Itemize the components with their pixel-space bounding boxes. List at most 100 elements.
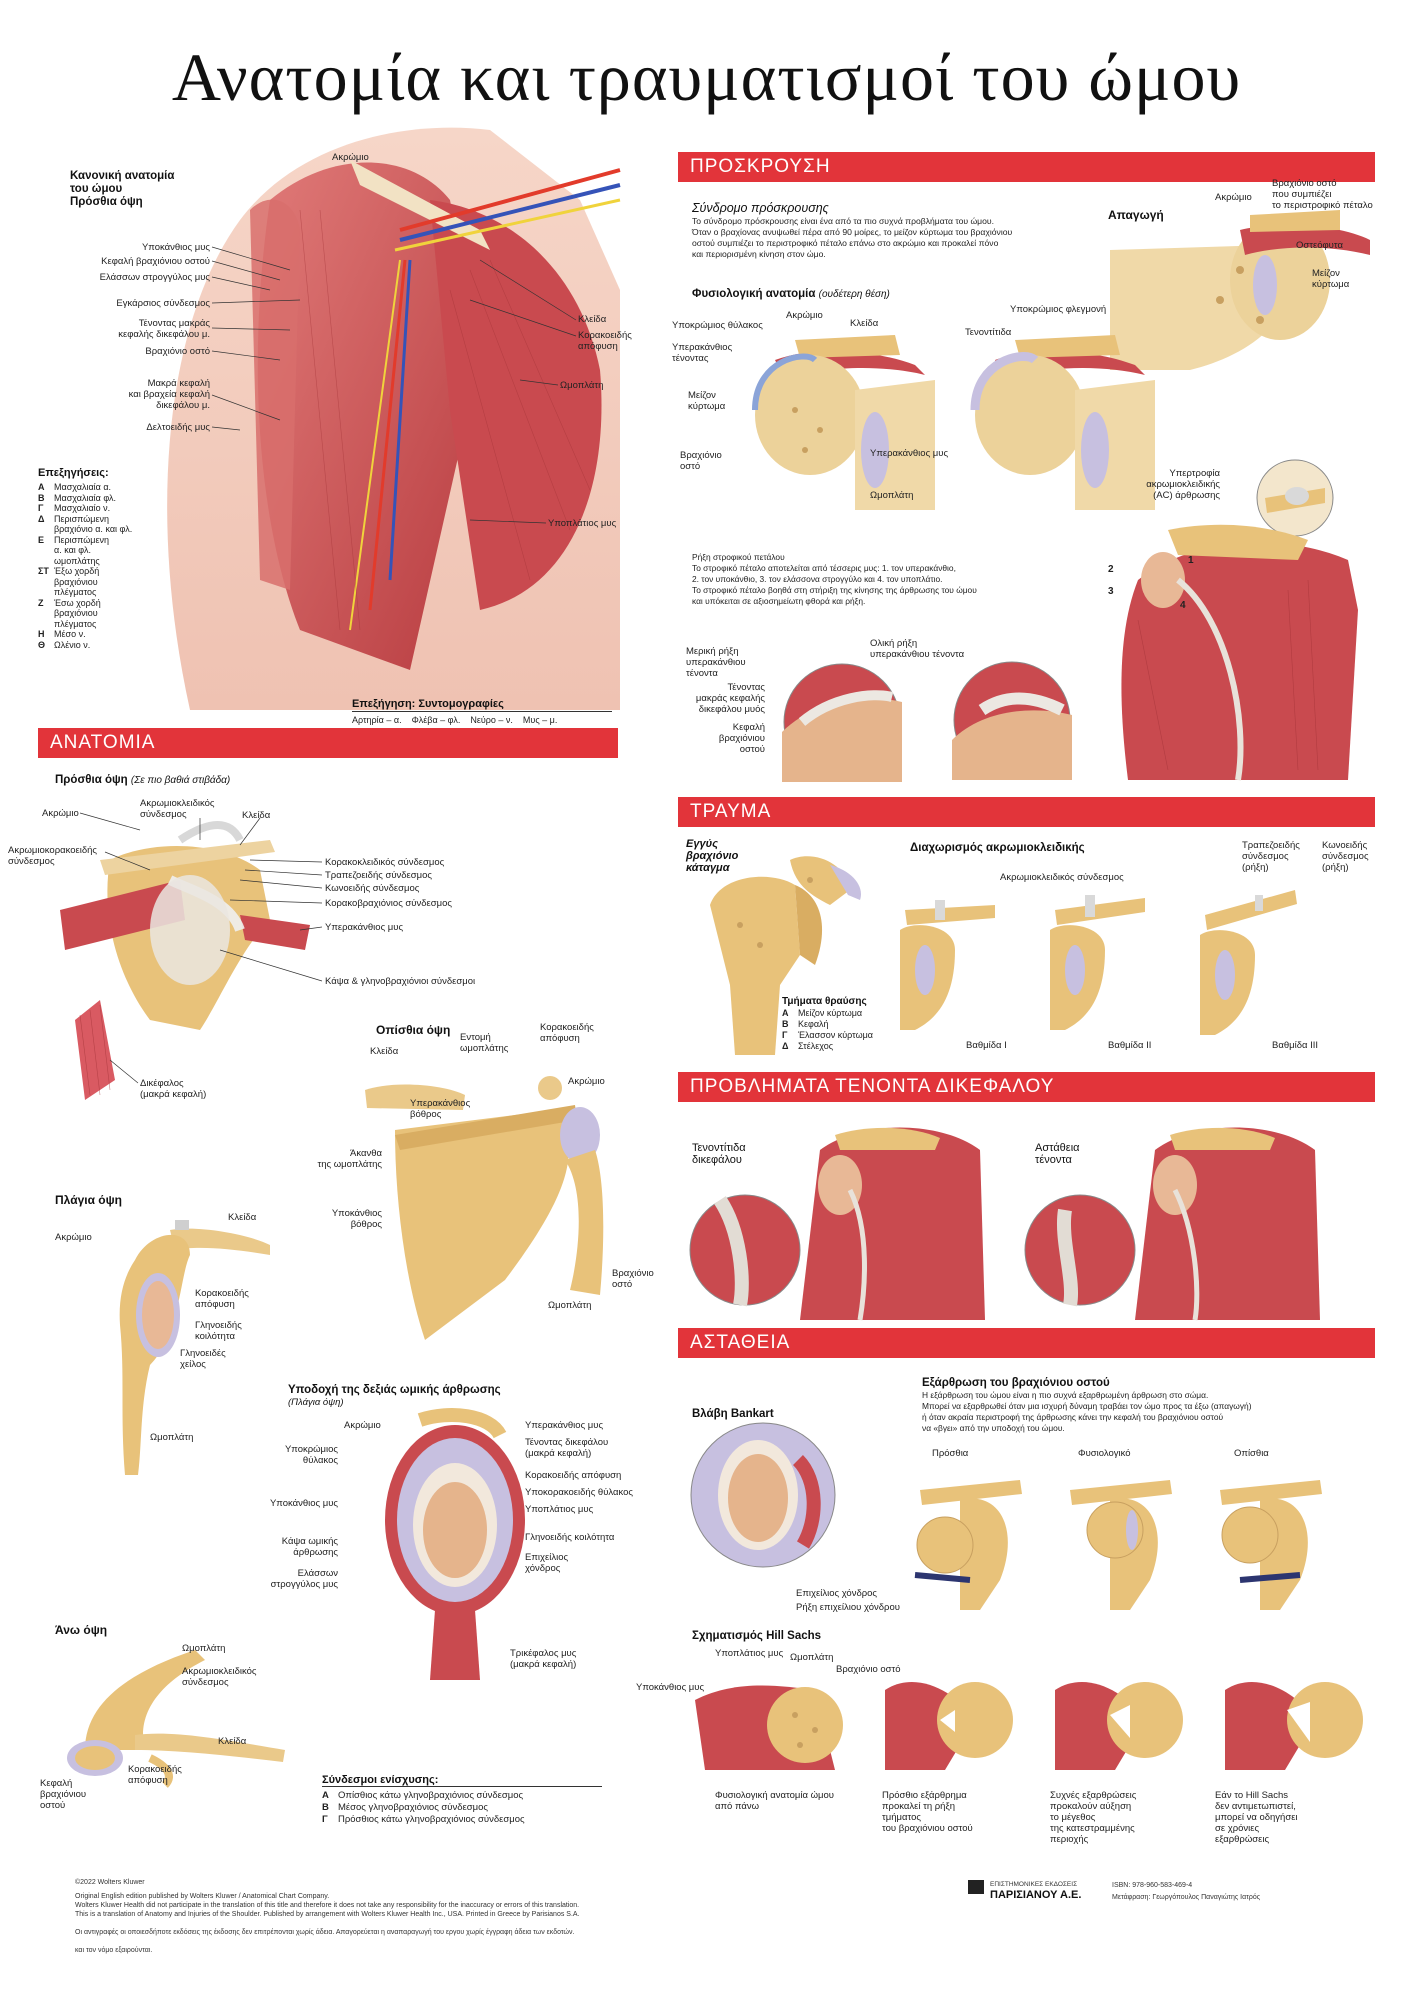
posterior-illustration [365,1076,604,1340]
legend-key: Γ [38,503,44,513]
back-label-omoplati: Ωμοπλάτη [548,1300,592,1311]
num-2: 2 [1108,564,1114,575]
abduction-illustration [1110,210,1370,370]
reinforce-rule [322,1786,602,1787]
label-kleida: Κλείδα [578,314,607,325]
separation-label: Ακρωμιοκλειδικός σύνδεσμος [1000,872,1124,883]
label-tenontas: Τένοντας μακράς κεφαλής δικεφάλου μ. [118,318,210,340]
bankart-label-rixi: Ρήξη επιχείλιου χόνδρου [796,1602,900,1613]
fragment-value: Στέλεχος [798,1041,834,1051]
legend-key: Δ [38,513,45,524]
socket-label-ypokrwmios: Υποκρώμιος θύλακος [284,1444,338,1466]
footer-isbn: ISBN: 978-960-583-469-4 [1112,1882,1193,1889]
front-label-kwnoeidis: Κωνοειδής σύνδεσμος [325,883,420,894]
hs-label-vraxionio: Βραχιόνιο οστό [836,1664,901,1675]
phys-label-ypokrwmios: Υποκρώμιος θύλακος [672,320,763,331]
hill-sachs-heading: Σχηματισμός Hill Sachs [692,1630,822,1642]
back-label-kleida: Κλείδα [370,1046,399,1057]
abbr-line: Αρτηρία – α. Φλέβα – φλ. Νεύρο – ν. Μυς … [352,715,558,725]
front-label-dikefalos: Δικέφαλος (μακρά κεφαλή) [140,1078,207,1100]
abduction-heading: Απαγωγή [1108,208,1164,222]
front-heading-text: Πρόσθια όψη [55,774,128,786]
phys-label-yperak-mys: Υπερακάνθιος μυς [870,448,949,459]
front-heading: Πρόσθια όψη (Σε πιο βαθιά στιβάδα) [55,772,230,789]
fracture-illustration [710,856,861,1055]
legend-value: Περισπώμενη α. και φλ. ωμοπλάτης [54,534,109,566]
hs-caption-1: Φυσιολογική ανατομία ώμου από πάνω [715,1790,834,1812]
legend-value: Ωλένιο ν. [54,639,91,650]
legend-value: Μασχαλιαίο ν. [54,503,111,513]
socket-label-kapsa: Κάψα ωμικής άρθρωσης [281,1536,338,1558]
socket-label-elasson: Ελάσσων στρογγύλος μυς [270,1568,338,1590]
lateral-illustration [119,1220,270,1475]
biceps-right-heading: Αστάθεια τένοντα [1035,1142,1080,1166]
physiological-illustration-2 [970,335,1155,510]
fragments-title: Τμήματα θραύσης [782,996,867,1007]
hs-label-omoplati: Ωμοπλάτη [790,1652,834,1663]
side-label-glinoeidis: Γληνοειδής κοιλότητα [195,1320,242,1342]
phys-label-omoplati: Ωμοπλάτη [870,490,914,501]
legend-key: Ζ [38,597,44,608]
superior-illustration [67,1650,285,1788]
front-label-akromiokleid: Ακρωμιοκλειδικός σύνδεσμος [140,798,215,820]
front-deep-illustration [60,821,310,1100]
phys-label-akromio: Ακρώμιο [786,310,823,321]
label-deltoeidis: Δελτοειδής μυς [146,422,210,433]
socket-heading: Υποδοχή της δεξιάς ωμικής άρθρωσης [288,1384,501,1396]
reinforce-value: Οπίσθιος κάτω γληνοβραχιόνιος σύνδεσμος [338,1790,524,1801]
full-tear-zoom [952,661,1072,780]
front-label-kapsa: Κάψα & γληνοβραχιόνιοι σύνδεσμοι [325,976,476,987]
hs-label-ypokanthios: Υποκάνθιος μυς [636,1682,705,1693]
rotator-cuff-illustration [1121,524,1358,781]
num-1: 1 [1188,555,1194,566]
dislocation-heading: Εξάρθρωση του βραχιόνιου οστού [922,1377,1110,1389]
phys-heading-sub: (ουδέτερη θέση) [818,289,890,300]
biceps-left-heading: Τενοντίτιδα δικεφάλου [692,1142,746,1166]
front-label-yperakanthios: Υπερακάνθιος μυς [325,922,404,933]
footer-line1: Original English edition published by Wo… [75,1893,330,1900]
rupture-label-oliki: Ολική ρήξη υπερακάνθιου τένοντα [870,638,965,660]
rupture-text: Ρήξη στροφικού πετάλου Το στροφικό πέταλ… [692,552,977,606]
legend-row: Θ Ωλένιο ν. [38,640,138,651]
phys-label-ypokrwmios-flegm: Υποκρώμιος φλεγμονή [1010,304,1107,315]
legend-value: Περισπώμενη βραχιόνιο α. και φλ. [54,513,133,535]
grade-1-figure [900,900,995,1030]
rupture-label-meriki: Μερική ρήξη υπερακάνθιου τένοντα [686,646,746,679]
legend-key: Θ [38,639,46,650]
hs-figure-4 [1225,1681,1363,1770]
front-label-kleida: Κλείδα [242,810,271,821]
fragment-value: Κεφαλή [798,1019,829,1029]
grade-3-figure [1200,890,1297,1035]
legend-value: Μασχαλιαία α. [54,482,112,492]
legend-row: Δ Περισπώμενη βραχιόνιο α. και φλ. [38,514,138,535]
back-label-yperak-vothros: Υπερακάνθιος βόθρος [410,1098,471,1120]
rupture-label-kefali: Κεφαλή βραχιόνιου οστού [718,722,765,755]
publisher-name: ΠΑΡΙΣΙΑΝΟΥ Α.Ε. [990,1889,1082,1901]
ac-label: Υπερτροφία ακρωμιοκλειδικής (AC) άρθρωση… [1146,468,1220,501]
view-anterior: Πρόσθια [932,1448,969,1459]
label-makra: Μακρά κεφαλή και βραχεία κεφαλή δικεφάλο… [128,378,210,411]
reinforce-key: Γ [322,1814,328,1825]
legend-key: ΣΤ [38,566,49,576]
legend-value: Έξω χορδή βραχιόνιου πλέγματος [54,566,100,597]
hill-sachs-illustrations [695,1681,1363,1770]
degree-3-label: Βαθμίδα III [1272,1040,1319,1051]
back-label-akantha: Άκανθα της ωμοπλάτης [317,1148,382,1170]
abd-label-meizon: Μείζον κύρτωμα [1312,268,1350,290]
num-4: 4 [1180,600,1186,611]
dislocation-posterior-figure [1220,1480,1322,1610]
legend-value: Έσω χορδή βραχιόνιου πλέγματος [54,597,101,629]
label-leader-lines-top [211,246,577,524]
biceps-instability-illustration [1024,1127,1320,1321]
physiological-illustration-1 [752,335,935,510]
dislocation-normal-figure [1070,1480,1172,1610]
footer-line4: Οι αντιγραφές οι οποιεσδήποτε εκδόσεις τ… [75,1929,575,1936]
footer-translator: Μετάφραση: Γεωργόπουλος Παναγιώτης Ιατρό… [1112,1894,1261,1901]
phys-label-yperak-tenon: Υπερακάνθιος τένοντας [672,342,733,364]
publisher-logo [968,1880,984,1894]
view-normal: Φυσιολογικό [1078,1448,1131,1459]
